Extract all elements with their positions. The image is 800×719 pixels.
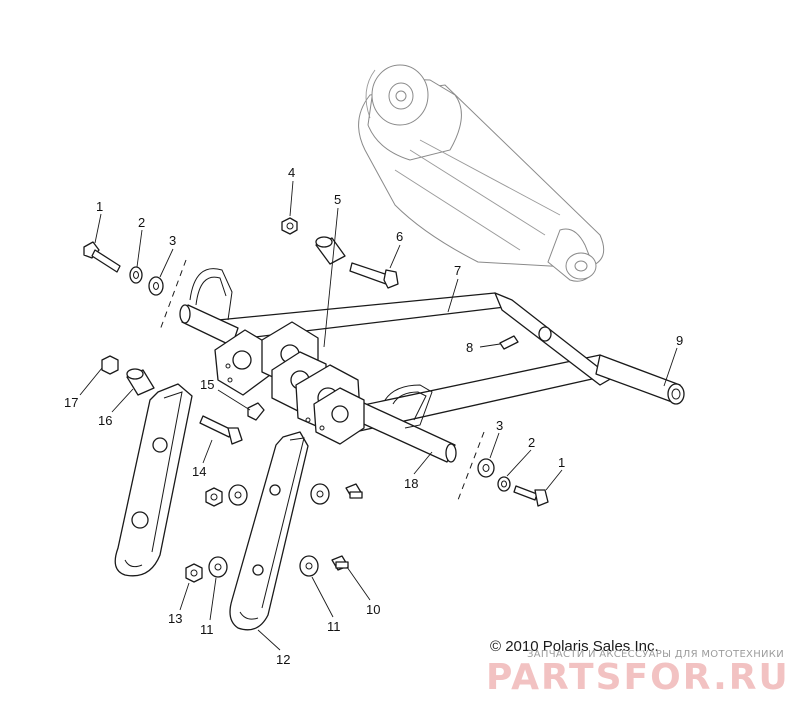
washer-2-left [129,266,143,284]
callout-5: 5 [334,192,341,207]
callout-2-left: 2 [138,215,145,230]
callout-9: 9 [676,333,683,348]
shock-absorber-ghost [358,64,605,282]
callout-15: 15 [200,377,214,392]
washer-11-d [299,555,319,577]
callout-13: 13 [168,611,182,626]
section-mark-left [159,259,187,331]
leader-lines [79,180,678,651]
callout-2-right: 2 [528,435,535,450]
watermark-logo: PARTSFOR.RU [486,657,790,698]
callout-8: 8 [466,340,473,355]
callout-1-right: 1 [558,455,565,470]
bolt-1-right [513,485,538,501]
callout-11-right: 11 [327,619,341,634]
watermark-tagline: ЗАПЧАСТИ И АКСЕССУАРЫ ДЛЯ МОТОТЕХНИКИ [527,649,784,660]
washer-11-b [208,556,228,578]
callout-16: 16 [98,413,112,428]
callout-14: 14 [192,464,206,479]
callout-3-right: 3 [496,418,503,433]
callout-1-left: 1 [96,199,103,214]
washer-11-a [228,484,248,506]
section-mark-right [457,431,485,501]
copyright-notice: © 2010 Polaris Sales Inc. [490,638,659,655]
callout-18: 18 [404,476,418,491]
callout-17: 17 [64,395,78,410]
bolt-14 [199,415,233,438]
nut-4 [281,217,298,235]
grease-fitting-15 [247,402,265,421]
watermark: ЗАПЧАСТИ И АКСЕССУАРЫ ДЛЯ МОТОТЕХНИКИ PA… [486,649,790,709]
nut-13-lower [185,563,203,583]
nut-17 [101,355,119,375]
link-arm-left [114,383,193,577]
callout-labels: 1 2 3 4 5 6 7 8 9 3 2 1 18 15 17 16 14 1… [64,165,683,667]
mounting-brackets [214,321,365,445]
washer-11-c [310,483,330,505]
washer-3-right [477,458,495,478]
callout-10: 10 [366,602,380,617]
washer-2-right [497,476,511,492]
grease-fitting-8 [499,335,519,350]
link-arm-right [229,431,309,631]
hardware-parts [83,217,549,583]
nut-13-upper [205,487,223,507]
callout-11-left: 11 [200,622,214,637]
bolt-6 [349,262,389,285]
callout-3-left: 3 [169,233,176,248]
callout-6: 6 [396,229,403,244]
callout-12: 12 [276,652,290,667]
bolt-1-left [83,241,121,273]
callout-7: 7 [454,263,461,278]
callout-4: 4 [288,165,295,180]
link-arms [114,383,309,631]
rear-scissor-arm [179,268,685,463]
washer-3-left [148,276,164,296]
